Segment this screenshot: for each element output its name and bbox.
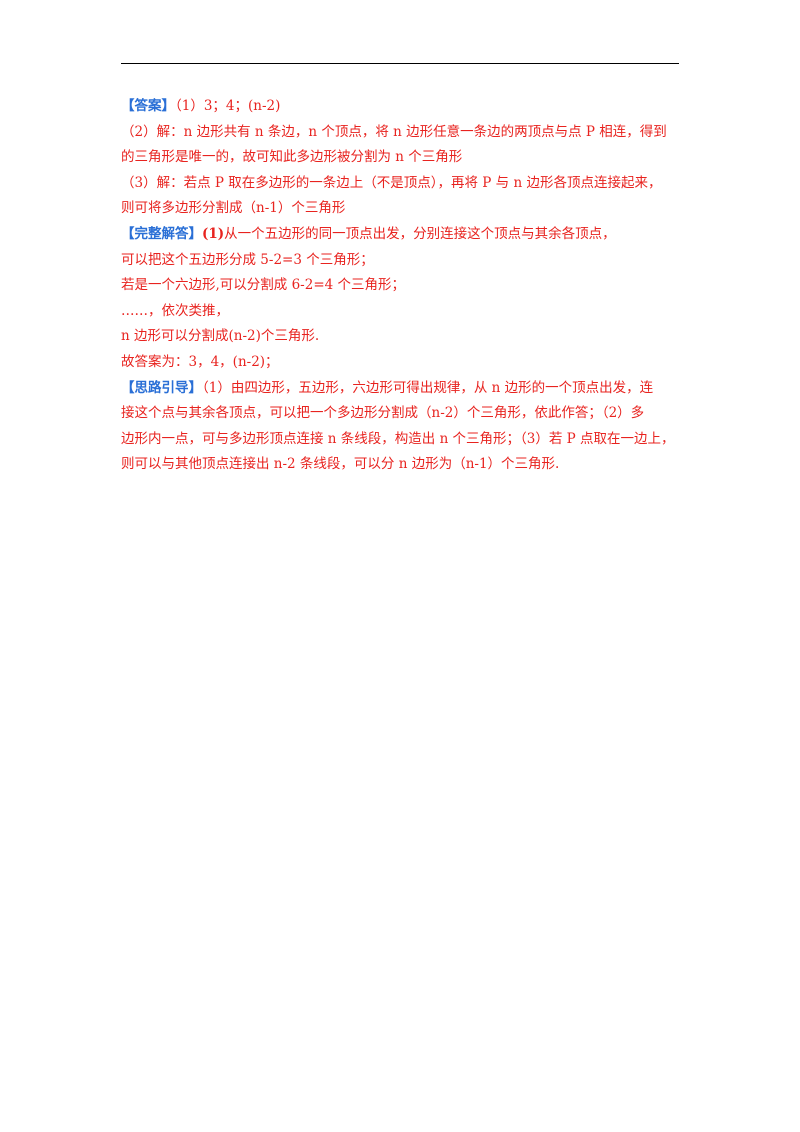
full-solution-line5: n 边形可以分割成(n-2)个三角形. [121, 328, 320, 345]
full-solution-line2: 可以把这个五边形分成 5-2=3 个三角形； [121, 251, 374, 268]
hint-label: 【思路引导】 [121, 379, 202, 396]
answer-label: 【答案】 [121, 98, 175, 114]
hint-line4: 则可以与其他顶点连接出 n-2 条线段，可以分 n 边形为（n-1）个三角形. [121, 456, 560, 473]
full-solution-line3: 若是一个六边形,可以分割成 6-2=4 个三角形； [121, 277, 406, 294]
hint-line3: 边形内一点，可与多边形顶点连接 n 条线段，构造出 n 个三角形；（3）若 P … [121, 430, 675, 447]
answer-content: 【答案】（1）3；4；(n-2) （2）解：n 边形共有 n 条边，n 个顶点，… [121, 94, 693, 478]
full-solution-line1-text: 从一个五边形的同一顶点出发，分别连接这个顶点与其余各顶点， [224, 225, 616, 242]
hint-line1-text: （1）由四边形，五边形，六边形可得出规律，从 n 边形的一个顶点出发，连 [202, 379, 654, 396]
hint-line1: 【思路引导】（1）由四边形，五边形，六边形可得出规律，从 n 边形的一个顶点出发… [121, 376, 693, 402]
full-solution-lead: (1) [202, 225, 225, 242]
full-solution-label: 【完整解答】 [121, 225, 202, 242]
answer-part2-line1: （2）解：n 边形共有 n 条边，n 个顶点，将 n 边形任意一条边的两顶点与点… [121, 123, 667, 140]
answer-part3-line2: 则可将多边形分割成（n-1）个三角形 [121, 200, 346, 217]
answer-part3-line1: （3）解：若点 P 取在多边形的一条边上（不是顶点），再将 P 与 n 边形各顶… [121, 174, 662, 191]
header-rule [121, 63, 679, 64]
hint-line2: 接这个点与其余各顶点，可以把一个多边形分割成（n-2）个三角形，依此作答；（2）… [121, 405, 645, 422]
answer-line: 【答案】（1）3；4；(n-2) [121, 94, 693, 120]
full-solution-line6: 故答案为：3，4，(n-2)； [121, 353, 279, 370]
full-solution-line1: 【完整解答】(1)从一个五边形的同一顶点出发，分别连接这个顶点与其余各顶点， [121, 222, 693, 248]
full-solution-line4: ……，依次类推， [121, 302, 229, 319]
answer-part1: （1）3；4；(n-2) [175, 98, 281, 114]
answer-part2-line2: 的三角形是唯一的，故可知此多边形被分割为 n 个三角形 [121, 149, 463, 166]
